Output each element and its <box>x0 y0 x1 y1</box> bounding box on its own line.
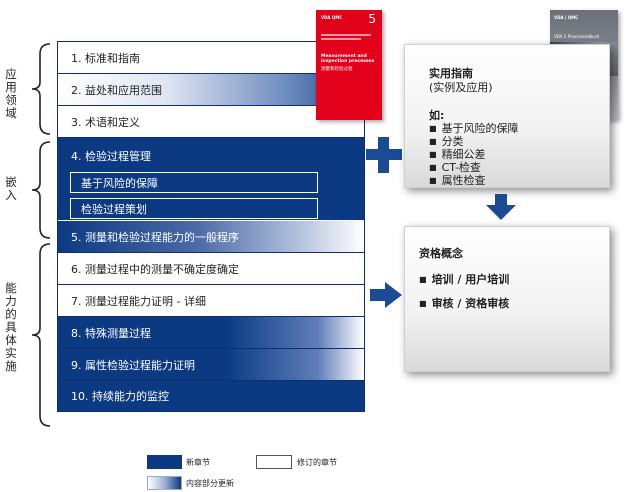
label-application: 应用领域 <box>5 67 17 120</box>
legend-partial-swatch <box>147 476 182 490</box>
chapter-8-label: 8. 特殊测量过程 <box>71 326 151 340</box>
red-cover-title-cn: 测量和检验过程 <box>321 67 353 72</box>
guide-example-label: 如: <box>429 109 445 122</box>
legend-revised-swatch <box>256 455 292 469</box>
legend-new-swatch <box>147 455 182 469</box>
chapter-5: 5. 测量和检验过程能力的一般程序 <box>58 221 364 253</box>
chapter-10-label: 10. 持续能力的监控 <box>71 390 169 403</box>
label-embedding: 嵌入 <box>5 175 17 202</box>
chapter-9: 9. 属性检验过程能力证明 <box>58 349 364 381</box>
red-cover-number: 5 <box>368 12 376 26</box>
practical-guide-panel: 实用指南 (实例及应用) 如: 基于风险的保障 分类 精细公差 CT-检查 属性… <box>404 44 610 188</box>
legend-revised-label: 修订的章节 <box>297 458 337 467</box>
chapter-2-label: 2. 益处和应用范围 <box>71 83 162 97</box>
chapter-6: 6. 测量过程中的测量不确定度确定 <box>58 253 364 285</box>
qualification-panel: 资格概念 培训 / 用户培训 审核 / 资格审核 <box>404 226 610 372</box>
guide-item: CT-检查 <box>429 161 481 175</box>
chapter-1-label: 1. 标准和指南 <box>71 51 140 65</box>
chapter-4-sub-risk-label: 基于风险的保障 <box>81 176 158 190</box>
chapter-4-sub-risk: 基于风险的保障 <box>70 172 318 193</box>
chapter-1: 1. 标准和指南 <box>58 42 364 74</box>
guide-item: 属性检查 <box>429 174 486 188</box>
red-cover-line <box>321 38 361 40</box>
grey-cover-title: VDA 5 Praxishandbuch <box>554 34 600 39</box>
legend-partial-label: 内容部分更新 <box>186 479 234 488</box>
qual-item: 审核 / 资格审核 <box>419 297 510 311</box>
down-arrow-icon <box>486 194 516 220</box>
red-cover-line <box>321 34 371 36</box>
legend-new-label: 新章节 <box>186 458 210 467</box>
chapter-2: 2. 益处和应用范围 <box>58 74 364 106</box>
guide-item: 精细公差 <box>429 148 486 162</box>
chapter-3: 3. 术语和定义 <box>58 106 364 138</box>
chapter-9-label: 9. 属性检验过程能力证明 <box>71 358 195 372</box>
chapter-4-sub-planning-label: 检验过程策划 <box>81 202 147 216</box>
chapter-stack: 1. 标准和指南 2. 益处和应用范围 3. 术语和定义 4. 检验过程管理 基… <box>57 41 365 412</box>
vda5-red-cover: VDA QMC 5 Measurement and inspection pro… <box>316 10 382 120</box>
chapter-4-label: 4. 检验过程管理 <box>71 150 151 163</box>
chapter-5-label: 5. 测量和检验过程能力的一般程序 <box>71 230 239 244</box>
chapter-8: 8. 特殊测量过程 <box>58 317 364 349</box>
guide-item: 分类 <box>429 135 464 149</box>
qual-title: 资格概念 <box>419 247 463 260</box>
chapter-4-sub-planning: 检验过程策划 <box>70 198 318 219</box>
guide-item: 基于风险的保障 <box>429 122 519 136</box>
brace-embedding <box>31 141 51 239</box>
grey-cover-brand: VDA | QMC <box>554 15 579 20</box>
chapter-10: 10. 持续能力的监控 <box>58 381 364 411</box>
brace-implementation <box>31 243 51 427</box>
label-implementation: 能力的具体实施 <box>5 281 17 373</box>
chapter-3-label: 3. 术语和定义 <box>71 115 140 129</box>
qual-item: 培训 / 用户培训 <box>419 273 510 287</box>
chapter-4: 4. 检验过程管理 基于风险的保障 检验过程策划 <box>58 138 364 221</box>
chapter-7-label: 7. 测量过程能力证明 - 详细 <box>71 294 206 308</box>
chapter-6-label: 6. 测量过程中的测量不确定度确定 <box>71 262 239 276</box>
guide-subtitle: (实例及应用) <box>429 81 493 94</box>
red-cover-brand: VDA QMC <box>321 15 343 20</box>
red-cover-title-en: Measurement and inspection processes <box>321 54 375 64</box>
plus-icon <box>366 137 402 173</box>
right-arrow-icon <box>370 282 402 308</box>
brace-application <box>31 43 51 135</box>
chapter-7: 7. 测量过程能力证明 - 详细 <box>58 285 364 317</box>
guide-title: 实用指南 <box>429 67 473 80</box>
